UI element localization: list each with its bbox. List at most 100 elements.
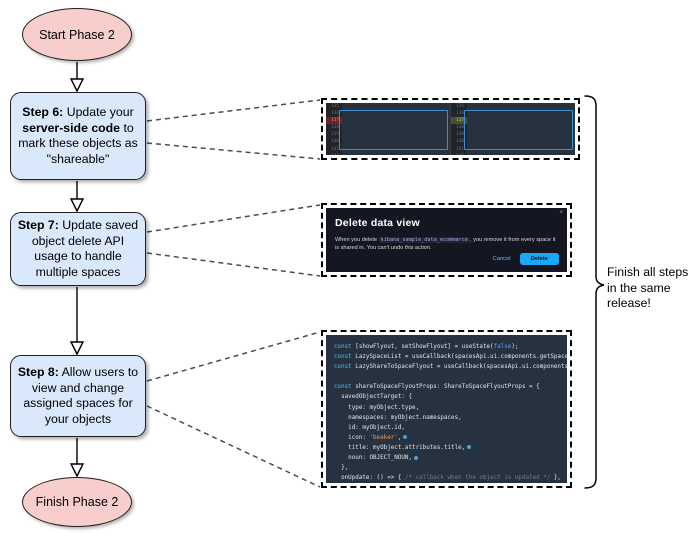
- code-viewer: const [showFlyout, setShowFlyout] = useS…: [326, 335, 567, 483]
- node-step6-prefix: Step 6:: [22, 105, 64, 119]
- diff-line: 137 namespaceType: 'multiple',: [451, 117, 575, 125]
- callout-step6-top: [146, 99, 321, 122]
- code-line: onUpdate: () => { /* callback when the o…: [334, 475, 561, 482]
- node-step-7[interactable]: Step 7: Update saved object delete API u…: [10, 212, 146, 286]
- delete-data-view-modal: × Delete data view When you delete kiban…: [326, 208, 567, 272]
- close-icon[interactable]: ×: [559, 210, 563, 216]
- modal-body-after: , you remove it from every space it is s…: [335, 237, 556, 252]
- node-step6-rest: Update your: [63, 105, 134, 119]
- callout-step7-bottom: [146, 252, 321, 277]
- diff-line-number: 137: [451, 117, 467, 125]
- diff-line-code: }: [342, 152, 450, 155]
- diff-line-number: 142: [326, 152, 342, 155]
- modal-body-text: When you delete kibana_sample_data_ecomm…: [335, 236, 558, 252]
- callout-step7-top: [146, 204, 321, 233]
- code-line: type: myObject.type,: [334, 404, 420, 411]
- diff-line-number: 140: [451, 138, 467, 146]
- diff-line-number: 139: [451, 131, 467, 139]
- diff-line-number: 135: [451, 103, 467, 111]
- diff-line: 140 mappings: { properties: {} },: [451, 138, 575, 146]
- node-step6-label: Step 6: Update your server-side code to …: [17, 105, 139, 167]
- callout-step8-bottom: [146, 405, 321, 488]
- diff-line: 136 name: 'my-object-type',: [451, 110, 575, 118]
- diff-line-number: 136: [326, 110, 342, 118]
- code-line: const [showFlyout, setShowFlyout] = useS…: [334, 344, 519, 350]
- diff-line-number: 137: [326, 117, 342, 125]
- diff-highlight-box: [339, 110, 448, 150]
- code-line: title: myObject.attributes.title,: [334, 443, 567, 453]
- modal-actions: Cancel Delete: [492, 252, 559, 265]
- code-line: [334, 372, 567, 382]
- diff-highlight-box: [464, 110, 573, 150]
- diff-line-code: hidden: false,: [467, 124, 575, 132]
- info-dot-icon: [467, 445, 472, 450]
- diff-line-number: 141: [451, 145, 467, 153]
- node-step7-rest: Update saved object delete API usage to …: [31, 218, 139, 279]
- info-dot-icon: [403, 435, 408, 440]
- diff-line: 135core.savedObjects.registerType({: [326, 103, 450, 111]
- diff-line-number: 140: [326, 138, 342, 146]
- diff-line: 137 namespaceType: 'multiple-isolated',: [326, 117, 450, 125]
- diff-line-number: 141: [326, 145, 342, 153]
- diff-line: 142}: [451, 152, 575, 155]
- diff-line-number: 139: [326, 131, 342, 139]
- code-line: id: myObject.id,: [334, 424, 405, 431]
- diff-line-number: 136: [451, 110, 467, 118]
- modal-body-before: When you delete: [335, 237, 379, 243]
- node-step8-rest: Allow users to view and change assigned …: [23, 365, 139, 426]
- release-brace: [584, 95, 605, 489]
- diff-line-number: 135: [326, 103, 342, 111]
- diff-line-code: namespaceType: 'multiple-isolated',: [342, 117, 450, 125]
- diff-line: 139 convertToMultiNamespaceTypeVersion: …: [451, 131, 575, 139]
- diff-line-code: namespaceType: 'multiple',: [467, 117, 575, 125]
- node-step8-label: Step 8: Allow users to view and change a…: [17, 365, 139, 427]
- cancel-button[interactable]: Cancel: [492, 255, 511, 262]
- code-screenshot-panel: const [showFlyout, setShowFlyout] = useS…: [321, 330, 572, 488]
- diff-line-code: convertToMultiNamespaceTypeVersion: ': [342, 131, 450, 139]
- diff-line: 140 mappings: { properties: {} },: [326, 138, 450, 146]
- diff-line-number: 142: [451, 152, 467, 155]
- node-step6-tail: to mark these objects as "shareable": [18, 120, 138, 166]
- diff-line-code: name: 'my-object-type',: [467, 110, 575, 118]
- delete-button[interactable]: Delete: [519, 252, 559, 265]
- diff-line-code: mappings: { properties: {} },: [342, 138, 450, 146]
- modal-title: Delete data view: [335, 217, 420, 229]
- modal-body-code: kibana_sample_data_ecommerce: [378, 237, 470, 243]
- code-line: noun: OBJECT_NOUN,: [334, 453, 567, 463]
- code-line: const LazySpaceList = useCallback(spaces…: [334, 354, 567, 361]
- diff-line-code: }: [467, 152, 575, 155]
- diff-line-code: hidden: false,: [342, 124, 450, 132]
- code-line: icon: 'beaker',: [334, 433, 567, 443]
- diff-line-code: core.savedObjects.registerType({: [467, 103, 575, 111]
- diff-line-code: mappings: { properties: {} },: [467, 138, 575, 146]
- node-step6-bold2: server-side code: [22, 120, 121, 135]
- node-step8-prefix: Step 8:: [17, 365, 59, 379]
- brace-note-text: Finish all steps in the same release!: [607, 265, 689, 310]
- diff-line-code: core.savedObjects.registerType({: [342, 103, 450, 111]
- node-step-6[interactable]: Step 6: Update your server-side code to …: [10, 92, 146, 180]
- code-line: savedObjectTarget: {: [334, 394, 413, 401]
- diff-line: 135core.savedObjects.registerType({: [451, 103, 575, 111]
- code-line: const LazyShareToSpaceFlyout = useCallba…: [334, 364, 567, 371]
- callout-step6-bottom: [146, 142, 321, 160]
- diff-viewer: 135core.savedObjects.registerType({136 n…: [326, 103, 575, 155]
- code-line: namespaces: myObject.namespaces,: [334, 414, 462, 421]
- callout-step8-top: [146, 331, 321, 382]
- diff-side-after: 135core.savedObjects.registerType({136 n…: [451, 103, 575, 155]
- code-line: },: [334, 465, 349, 472]
- node-start-phase-2[interactable]: Start Phase 2: [22, 8, 132, 61]
- diff-line-number: 138: [326, 124, 342, 132]
- diff-line-code: convertToMultiNamespaceTypeVersion: ': [467, 131, 575, 139]
- node-finish-phase-2[interactable]: Finish Phase 2: [22, 477, 132, 527]
- info-dot-icon: [414, 455, 419, 460]
- diff-side-before: 135core.savedObjects.registerType({136 n…: [326, 103, 451, 155]
- diff-line: 139 convertToMultiNamespaceTypeVersion: …: [326, 131, 450, 139]
- code-line: const shareToSpaceFlyoutProps: ShareToSp…: [334, 384, 540, 391]
- diff-line: 142}: [326, 152, 450, 155]
- node-step-8[interactable]: Step 8: Allow users to view and change a…: [10, 355, 146, 437]
- diff-line-number: 138: [451, 124, 467, 132]
- node-start-label: Start Phase 2: [39, 27, 115, 42]
- node-step7-prefix: Step 7:: [17, 218, 59, 232]
- diff-screenshot-panel: 135core.savedObjects.registerType({136 n…: [321, 98, 580, 160]
